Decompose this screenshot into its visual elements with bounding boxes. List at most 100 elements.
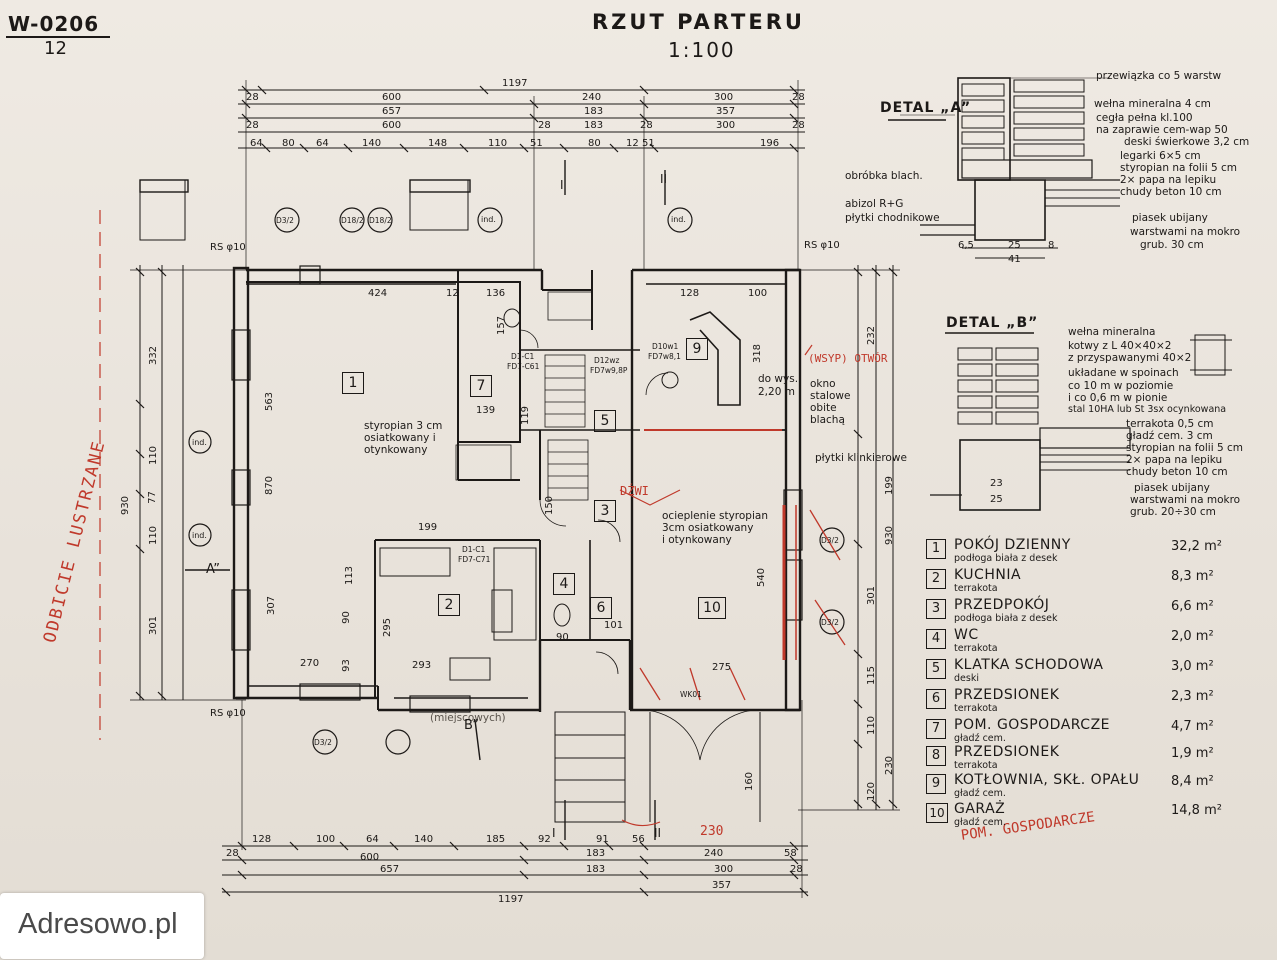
- detail-a-layer-9: chudy beton 10 cm: [1120, 186, 1222, 198]
- legend-row-4: 4 WC terrakota 2,0 m²: [926, 627, 1226, 657]
- detail-a-dim-3: 8: [1048, 240, 1055, 251]
- dim-top-r1-4: 28: [792, 92, 805, 103]
- detail-b-layer-2: kotwy z L 40×40×2: [1068, 340, 1172, 352]
- dim-top-r2-2: 357: [716, 106, 736, 117]
- dim-bot-r4-0: 1197: [498, 894, 524, 905]
- dim-inner-11: 275: [712, 662, 732, 673]
- legend-name-10: GARAŻ: [954, 801, 1006, 817]
- dim-right-7: 160: [744, 771, 756, 792]
- dim-left-2: 77: [146, 491, 158, 504]
- legend-name-8: PRZEDSIONEK: [954, 744, 1060, 760]
- dim-right-total: 930: [884, 525, 896, 546]
- detail-a-left-1: obróbka blach.: [845, 170, 923, 182]
- legend-floor-4: terrakota: [954, 643, 998, 654]
- legend-row-10: 10 GARAŻ gładź cem. 14,8 m²: [926, 801, 1226, 831]
- red-note-230: 230: [700, 824, 724, 839]
- dim-bot-r1-2: 64: [366, 834, 379, 845]
- legend-floor-3: podłoga biała z desek: [954, 613, 1058, 624]
- legend-num-1: 1: [926, 539, 946, 559]
- legend-row-5: 5 KLATKA SCHODOWA deski 3,0 m²: [926, 657, 1226, 687]
- dim-inner-6: 199: [418, 522, 438, 533]
- dim-top-r1-1: 600: [382, 92, 402, 103]
- legend-floor-2: terrakota: [954, 583, 998, 594]
- legend-area-7: 4,7 m²: [1171, 719, 1214, 734]
- detail-b-layer-5: co 10 m w poziomie: [1068, 380, 1174, 392]
- dim-inner-1: 12: [446, 288, 459, 299]
- section-mark-i-bottom: I: [552, 826, 556, 840]
- dim-inner-19: 101: [604, 620, 624, 631]
- dim-top-r3-6: 28: [792, 120, 805, 131]
- red-note-opening: (WSYP) OTWÓR: [808, 352, 888, 365]
- dim-bot-r2-4: 58: [784, 848, 797, 859]
- room-9-label: 9: [686, 338, 708, 360]
- legend-floor-7: gładź cem.: [954, 733, 1006, 744]
- detail-b-title: DETAL „B”: [946, 315, 1039, 331]
- dim-top-r4-8: 12: [626, 138, 639, 149]
- legend-num-2: 2: [926, 569, 946, 589]
- detail-a-left-3: płytki chodnikowe: [845, 212, 940, 224]
- height-note-2: 2,20 m: [758, 386, 795, 398]
- detail-a-layer-3: cegła pełna kl.100: [1096, 112, 1193, 124]
- dim-top-r4-3: 140: [362, 138, 382, 149]
- section-mark-i-top: I: [560, 178, 564, 192]
- dim-right-4: 115: [866, 665, 878, 686]
- dim-inner-20: 90: [556, 632, 569, 643]
- dim-inner-15: 113: [344, 565, 356, 586]
- dim-top-r4-6: 51: [530, 138, 543, 149]
- detail-b-layer-9: gładź cem. 3 cm: [1126, 430, 1213, 442]
- dim-inner-9: 270: [300, 658, 320, 669]
- door-tag-4: FD7w9,8P: [590, 366, 628, 375]
- legend-num-3: 3: [926, 599, 946, 619]
- insulation-note-2-line-2: 3cm osiatkowany: [662, 522, 754, 534]
- room-2-label: 2: [438, 594, 460, 616]
- door-tag-9: WK01: [680, 690, 702, 699]
- dim-right-8: 230: [884, 755, 896, 776]
- code-underline: [6, 36, 110, 38]
- legend-name-4: WC: [954, 627, 979, 643]
- legend-name-6: PRZEDSIONEK: [954, 687, 1060, 703]
- legend-row-3: 3 PRZEDPOKÓJ podłoga biała z desek 6,6 m…: [926, 597, 1226, 627]
- dim-inner-4: 100: [748, 288, 768, 299]
- dim-right-6: 120: [866, 781, 878, 802]
- detail-b-dim-2: 25: [990, 494, 1003, 505]
- watermark-text: Adresowo.pl: [18, 908, 178, 940]
- detail-a-layer-2: wełna mineralna 4 cm: [1094, 98, 1211, 110]
- insulation-note-2-line-1: ocieplenie styropian: [662, 510, 768, 522]
- tiles-note: płytki klinkierowe: [815, 452, 907, 464]
- legend-name-5: KLATKA SCHODOWA: [954, 657, 1104, 673]
- window-note-4: blachą: [810, 414, 845, 426]
- dim-top-r3-5: 300: [716, 120, 736, 131]
- dim-left-1: 110: [148, 445, 160, 466]
- window-note-3: obite: [810, 402, 837, 414]
- section-mark-b: B”: [464, 718, 479, 733]
- detail-b-layer-12: chudy beton 10 cm: [1126, 466, 1228, 478]
- detail-a-layer-5: deski świerkowe 3,2 cm: [1124, 136, 1250, 148]
- detail-b-layer-1: wełna mineralna: [1068, 326, 1156, 338]
- legend-num-5: 5: [926, 659, 946, 679]
- rebar-tag-nw: RS φ10: [210, 242, 246, 253]
- dim-right-5: 110: [866, 715, 878, 736]
- legend-area-5: 3,0 m²: [1171, 659, 1214, 674]
- legend-area-3: 6,6 m²: [1171, 599, 1214, 614]
- misc-note: (miejscowych): [430, 712, 506, 724]
- detail-a-dim-2: 25: [1008, 240, 1021, 251]
- dim-bot-r2-1: 600: [360, 852, 380, 863]
- detail-a-layer-6: legarki 6×5 cm: [1120, 150, 1201, 162]
- legend-floor-6: terrakota: [954, 703, 998, 714]
- dim-top-r4-4: 148: [428, 138, 448, 149]
- detail-a-layer-8: 2× papa na lepiku: [1120, 174, 1217, 186]
- legend-row-8: 8 PRZEDSIONEK terrakota 1,9 m²: [926, 744, 1226, 774]
- dim-inner-17: 90: [340, 611, 352, 624]
- door-tag-1: D1-C1: [511, 352, 535, 361]
- legend-area-2: 8,3 m²: [1171, 569, 1214, 584]
- dim-top-r4-10: 196: [760, 138, 780, 149]
- adresowo-watermark[interactable]: Adresowo.pl: [0, 893, 204, 959]
- detail-a-layer-1: przewiązka co 5 warstw: [1096, 70, 1222, 82]
- legend-area-1: 32,2 m²: [1171, 539, 1222, 554]
- dim-top-total: 1197: [502, 78, 528, 89]
- dim-top-r4-5: 110: [488, 138, 508, 149]
- dim-left-total: 930: [120, 495, 132, 516]
- red-note-door: DŹWI: [620, 484, 649, 498]
- legend-floor-10: gładź cem.: [954, 817, 1006, 828]
- dim-top-r1-2: 240: [582, 92, 602, 103]
